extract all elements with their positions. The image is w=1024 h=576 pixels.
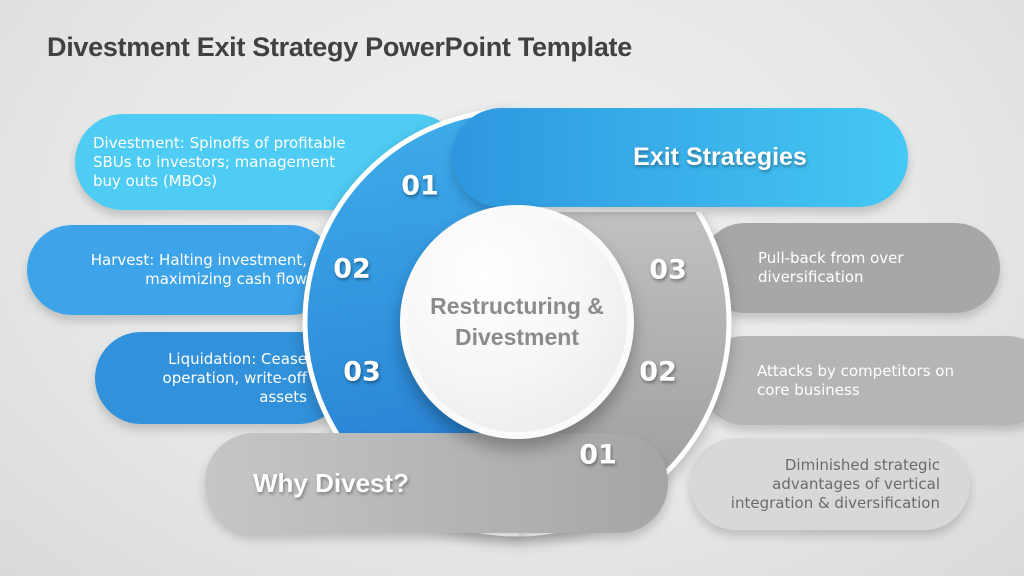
strategy-liquidation-line: operation, write-off: [162, 368, 307, 387]
reason-attacks-line: core business: [757, 380, 860, 399]
reason-diminished-line: integration & diversification: [730, 493, 940, 512]
center-circle-line: Restructuring &: [430, 293, 604, 319]
strategy-bubble-harvest: Harvest: Halting investment, maximizing …: [27, 225, 335, 315]
reason-bubble-pullback: Pull-back from over diversification: [700, 223, 1000, 313]
why-divest-banner: Why Divest?: [205, 433, 668, 533]
slide-title: Divestment Exit Strategy PowerPoint Temp…: [47, 32, 632, 62]
strategy-liquidation-line: assets: [259, 387, 307, 406]
ring-number-why-03: 03: [649, 254, 687, 286]
strategy-divestment-line: buy outs (MBOs): [93, 171, 218, 190]
ring-number-why-02: 02: [639, 356, 677, 388]
ring-number-exit-01: 01: [401, 170, 439, 202]
reason-diminished-line: advantages of vertical: [772, 474, 940, 493]
strategy-harvest-line: maximizing cash flow: [145, 270, 307, 288]
exit-strategies-banner: Exit Strategies: [452, 108, 908, 207]
reason-attacks-line: Attacks by competitors on: [757, 361, 954, 380]
strategy-divestment-line: Divestment: Spinoffs of profitable: [93, 133, 346, 152]
why-divest-label: Why Divest?: [253, 467, 410, 498]
ring-number-exit-02: 02: [333, 253, 371, 285]
reason-diminished-line: Diminished strategic: [784, 455, 940, 474]
strategy-bubble-liquidation: Liquidation: Cease operation, write-off …: [95, 332, 345, 424]
exit-strategies-label: Exit Strategies: [633, 142, 807, 171]
ring-number-exit-03: 03: [343, 356, 381, 388]
strategy-harvest-line: Harvest: Halting investment,: [90, 251, 307, 269]
strategy-liquidation-line: Liquidation: Cease: [168, 349, 307, 368]
center-circle-line: Divestment: [455, 324, 579, 350]
strategy-divestment-line: SBUs to investors; management: [93, 152, 336, 171]
center-circle: Restructuring & Divestment: [400, 205, 634, 439]
reason-pullback-line: diversification: [758, 268, 864, 286]
reason-bubble-attacks: Attacks by competitors on core business: [700, 336, 1024, 425]
reason-pullback-line: Pull-back from over: [758, 249, 904, 267]
ring-number-why-01: 01: [579, 439, 617, 471]
reason-bubble-diminished: Diminished strategic advantages of verti…: [690, 438, 970, 530]
